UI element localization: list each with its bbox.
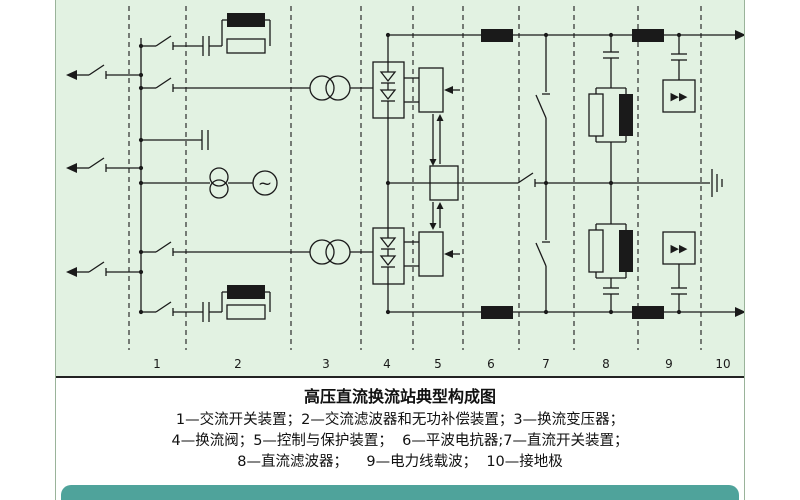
shunt-capacitor — [141, 130, 209, 150]
legend-line-1: 1—交流开关装置；2—交流滤波器和无功补偿装置；3—换流变压器； — [175, 412, 625, 428]
diagram-title: 高压直流换流站典型构成图 — [303, 387, 496, 406]
dc-switchgear — [535, 35, 550, 312]
control-box-bottom — [418, 231, 444, 277]
footer-bar — [61, 485, 739, 500]
transformer-winding-icon — [325, 239, 351, 265]
filter-reactor-icon — [619, 230, 633, 272]
smoothing-reactor-icon — [481, 306, 513, 319]
thyristor-icon — [379, 71, 397, 83]
filter-reactor-icon — [227, 285, 265, 299]
hvdc-schematic-svg: 1 2 3 4 5 6 7 8 9 10 — [66, 6, 744, 371]
legend-line-3: 8—直流滤波器； 9—电力线载波； 10—接地极 — [237, 454, 563, 470]
smoothing-reactor-icon — [481, 29, 513, 42]
sync-condenser-icon — [252, 170, 278, 196]
signal-arrow-icon — [429, 223, 437, 230]
neutral-line — [388, 169, 723, 197]
zone-number-4: 4 — [383, 357, 391, 371]
transformer-winding-icon — [325, 75, 351, 101]
signal-arrow-icon — [436, 114, 444, 121]
ac-line-arrow-icon — [66, 70, 77, 80]
ac-line-arrow-icon — [66, 163, 77, 173]
signal-arrow-icon — [429, 159, 437, 166]
control-protection — [404, 67, 460, 277]
filter-resistor-icon — [226, 304, 266, 320]
zone-number-5: 5 — [434, 357, 442, 371]
diagram-panel: 1 2 3 4 5 6 7 8 9 10 — [55, 0, 745, 500]
transformer-winding-icon — [309, 239, 335, 265]
zone-number-labels: 1 2 3 4 5 6 7 8 9 10 — [153, 357, 730, 371]
hvdc-schematic: 1 2 3 4 5 6 7 8 9 10 — [56, 0, 744, 376]
legend-line-2: 4—换流阀；5—控制与保护装置； 6—平波电抗器;7—直流开关装置； — [171, 433, 629, 449]
sine-symbol: ~ — [258, 174, 272, 194]
filter-reactor-icon — [619, 94, 633, 136]
ac-filter-top — [141, 13, 271, 56]
signal-arrow-icon — [444, 86, 453, 94]
junction-dots — [138, 32, 682, 315]
zone-number-1: 1 — [153, 357, 161, 371]
transformer-winding-icon — [209, 167, 229, 187]
ac-outgoing-lines — [66, 64, 141, 277]
filter-resistor-icon — [226, 38, 266, 54]
dc-filter-top — [588, 35, 633, 183]
control-box-top — [418, 67, 444, 113]
ac-line-arrow-icon — [66, 267, 77, 277]
zone-number-8: 8 — [602, 357, 610, 371]
thyristor-icon — [379, 255, 397, 267]
converter-valve-top — [372, 35, 405, 183]
zone-number-3: 3 — [322, 357, 330, 371]
line-trap-icon — [632, 29, 664, 42]
transformer-winding-icon — [309, 75, 335, 101]
signal-arrow-icon — [436, 202, 444, 209]
plc-symbol: ▶▶ — [671, 90, 688, 103]
ac-filter-bottom — [141, 285, 271, 322]
zone-number-6: 6 — [487, 357, 495, 371]
thyristor-icon — [379, 237, 397, 249]
ground-electrode-icon — [711, 169, 723, 197]
thyristor-icon — [379, 89, 397, 101]
plc-symbol: ▶▶ — [671, 242, 688, 255]
dc-filter-bottom — [588, 183, 633, 312]
converter-transformer-top — [141, 75, 373, 101]
zone-number-2: 2 — [234, 357, 242, 371]
dc-line-arrow-icon — [735, 307, 744, 317]
zone-number-10: 10 — [715, 357, 730, 371]
transformer-winding-icon — [209, 179, 229, 199]
zone-number-7: 7 — [542, 357, 550, 371]
converter-transformer-bottom — [141, 239, 373, 265]
line-trap-icon — [632, 306, 664, 319]
caption-block: 高压直流换流站典型构成图 1—交流开关装置；2—交流滤波器和无功补偿装置；3—换… — [56, 376, 744, 500]
zone-separator-lines — [128, 6, 702, 350]
filter-resistor-icon — [588, 229, 604, 273]
sync-condenser: ~ — [141, 167, 278, 199]
signal-arrow-icon — [444, 250, 453, 258]
plc-bottom: ▶▶ — [662, 231, 696, 312]
converter-valve-bottom — [372, 183, 405, 312]
plc-top: ▶▶ — [662, 35, 696, 113]
dc-line-arrow-icon — [735, 30, 744, 40]
filter-reactor-icon — [227, 13, 265, 27]
filter-resistor-icon — [588, 93, 604, 137]
zone-number-9: 9 — [665, 357, 673, 371]
plc-box-icon — [662, 231, 696, 265]
plc-box-icon — [662, 79, 696, 113]
